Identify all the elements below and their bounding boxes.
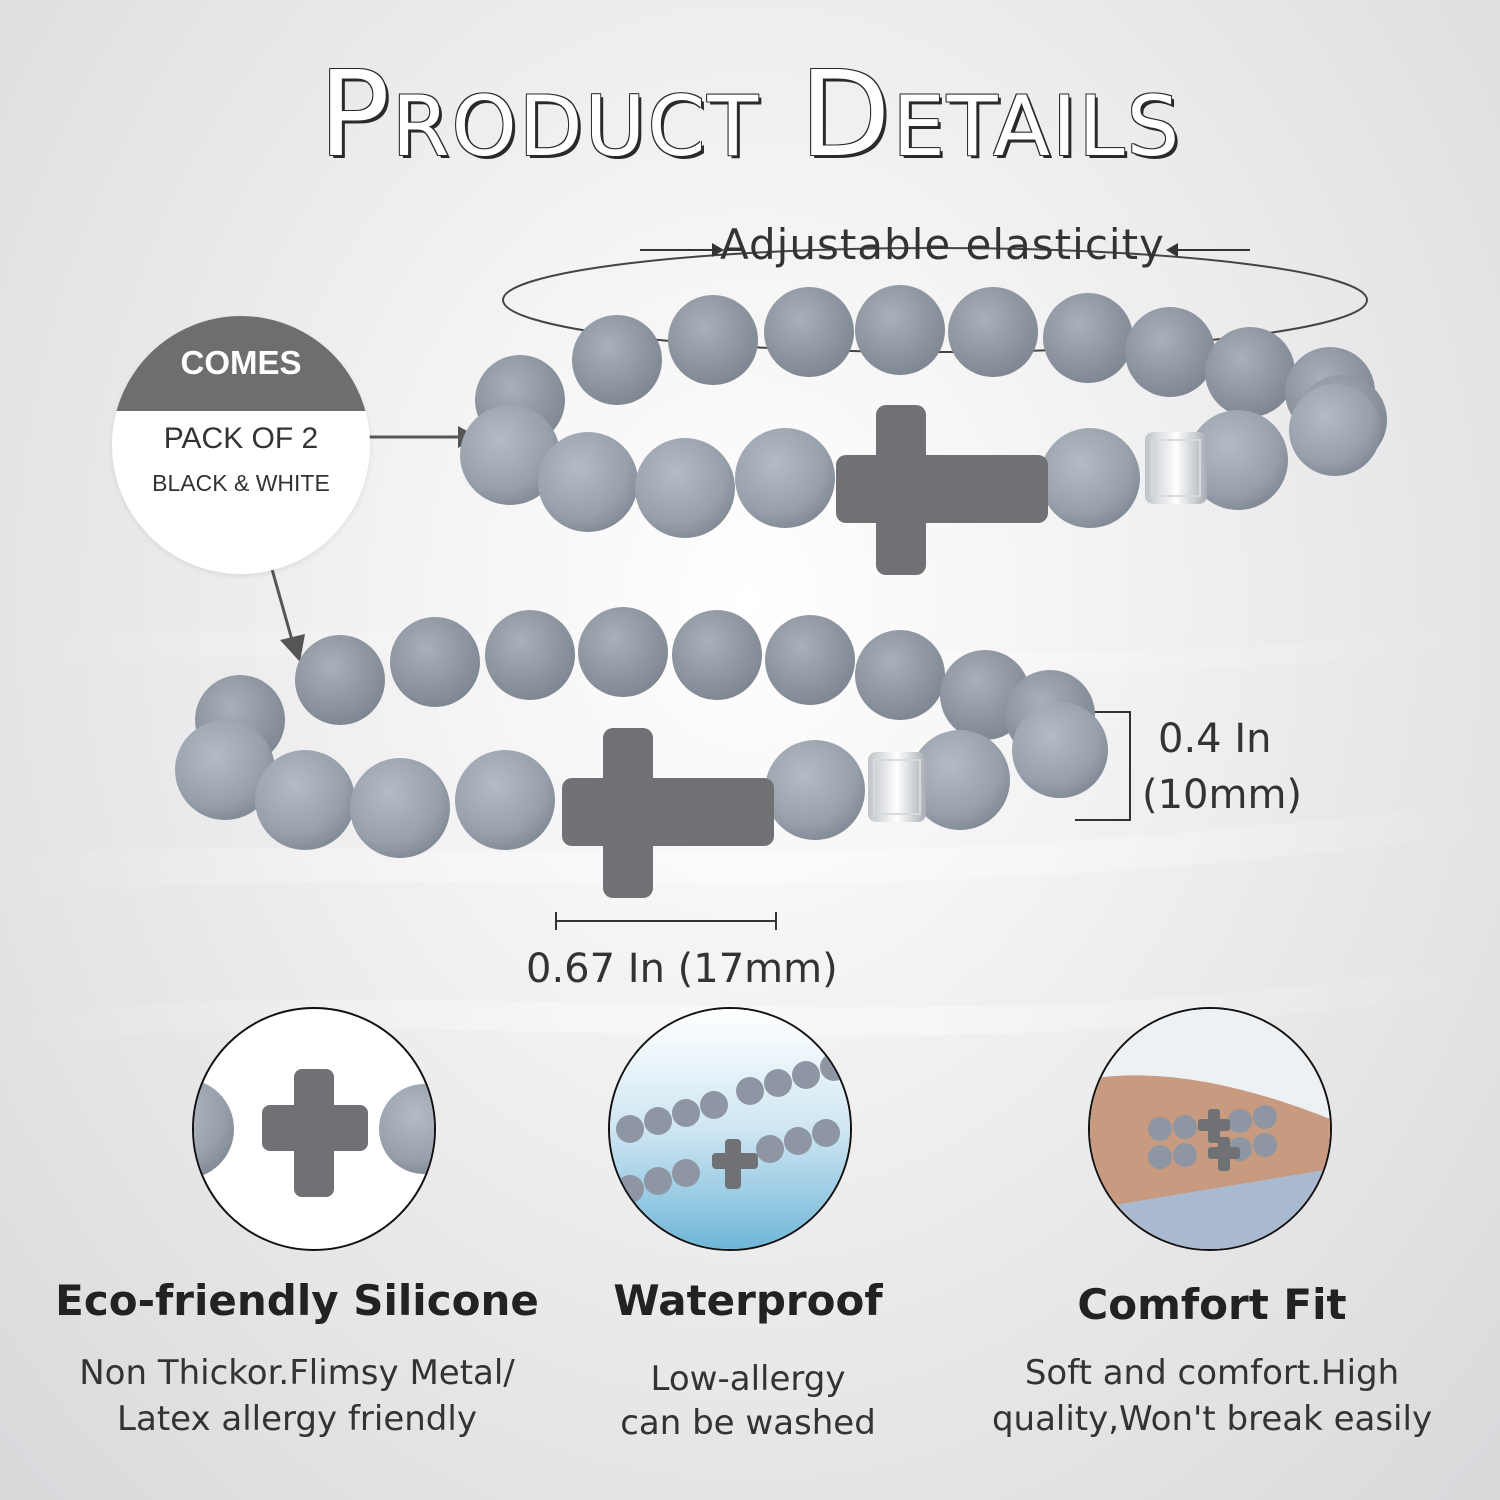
- pack-badge: COMES PACK OF 2 BLACK & WHITE: [112, 316, 370, 574]
- bracelet-bottom-cross: [562, 728, 774, 898]
- feature-image-silicone: [192, 1007, 436, 1251]
- bead-size-inches: 0.4 In: [1158, 716, 1272, 762]
- feature-image-waterproof: [608, 1007, 852, 1251]
- feature-desc-waterproof-line2: can be washed: [620, 1403, 876, 1443]
- feature-image-comfort: [1088, 1007, 1332, 1251]
- bracelet-top-spacer: [1145, 432, 1207, 504]
- feature-desc-silicone-line2: Latex allergy friendly: [117, 1399, 477, 1439]
- feature-title-silicone: Eco-friendly Silicone: [55, 1276, 539, 1325]
- feature-desc-silicone-line1: Non Thickor.Flimsy Metal/: [79, 1353, 515, 1393]
- feature-title-comfort: Comfort Fit: [1077, 1280, 1347, 1329]
- page-title: Product Details: [318, 45, 1182, 183]
- badge-top-text: COMES: [180, 344, 302, 381]
- bead-size-mm: (10mm): [1142, 772, 1303, 818]
- bracelet-bottom-front-beads: [175, 702, 1108, 858]
- cross-width-label: 0.67 In (17mm): [526, 946, 838, 992]
- feature-desc-comfort-line2: quality,Won't break easily: [991, 1399, 1433, 1439]
- feature-title-waterproof: Waterproof: [613, 1276, 883, 1325]
- wrist-icon: [1090, 1009, 1330, 1249]
- feature-desc-comfort-line1: Soft and comfort.High: [1024, 1353, 1400, 1393]
- badge-pack-text: PACK OF 2: [163, 422, 319, 455]
- badge-header: COMES: [112, 316, 370, 411]
- bracelet-bottom-spacer: [868, 752, 926, 822]
- cross-bead-icon: [194, 1069, 434, 1197]
- bracelet-top-front-beads: [460, 384, 1381, 538]
- feature-desc-waterproof-line1: Low-allergy: [650, 1359, 846, 1399]
- water-splash-icon: [610, 1009, 850, 1249]
- badge-color-text: BLACK & WHITE: [152, 470, 330, 496]
- bracelet-top-cross: [836, 405, 1048, 575]
- elasticity-label: Adjustable elasticity: [720, 220, 1165, 269]
